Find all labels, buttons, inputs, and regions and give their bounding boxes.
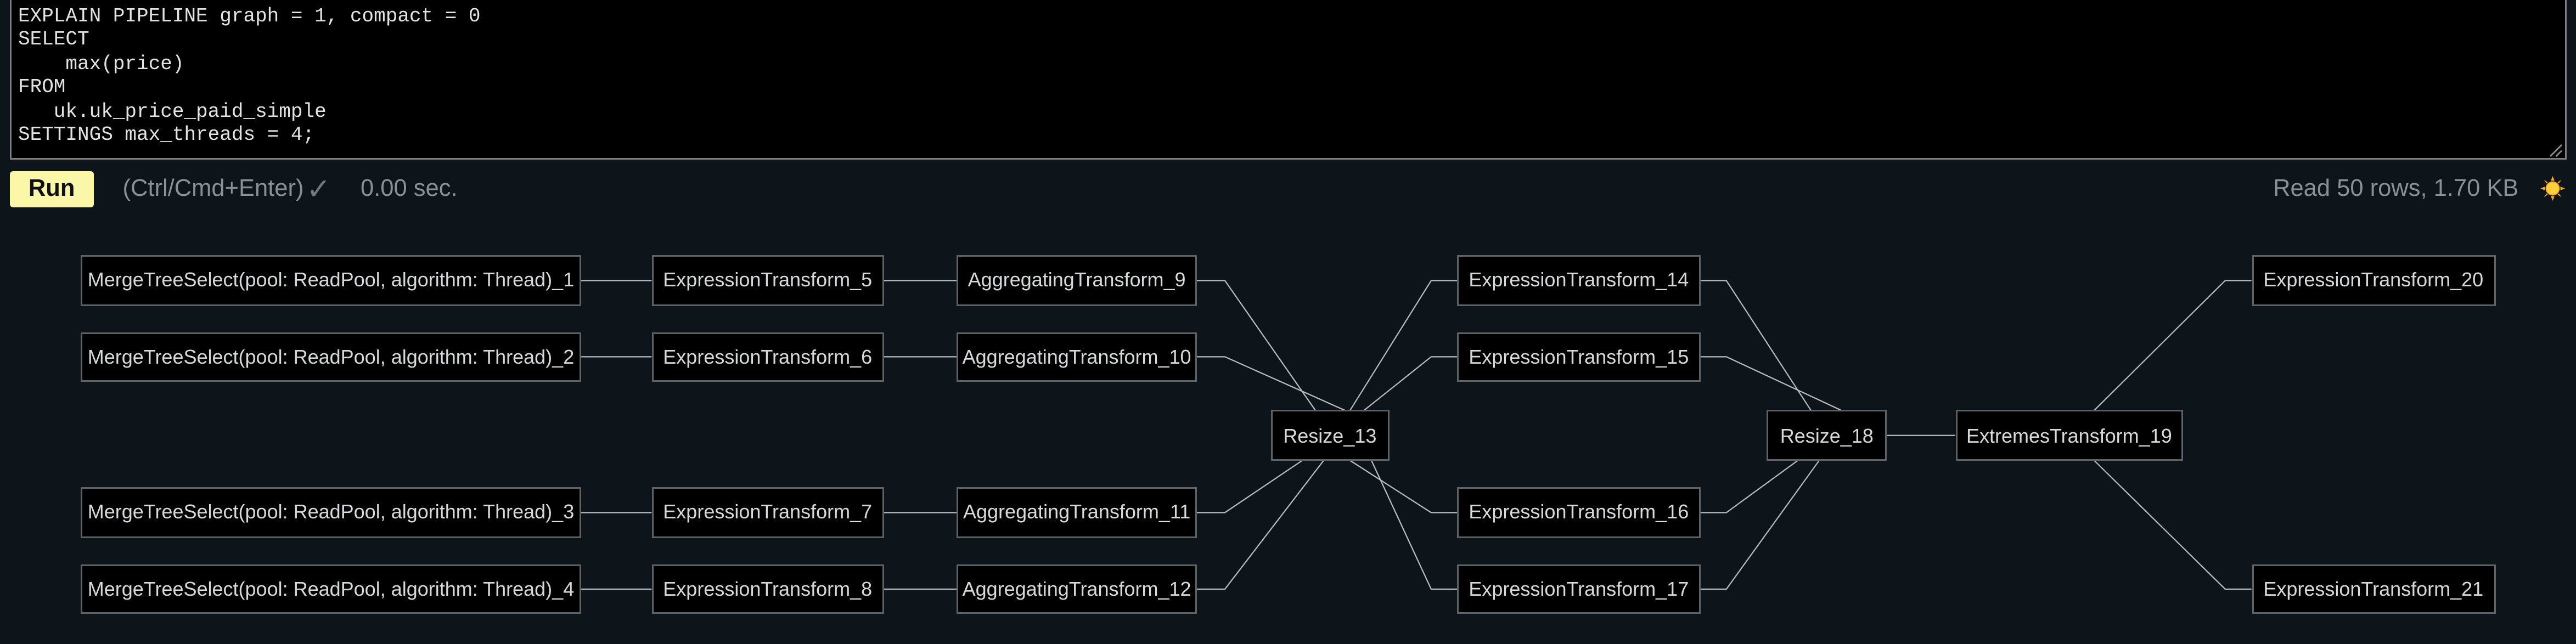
pipeline-node-et5: ExpressionTransform_5 (651, 255, 884, 306)
pipeline-edge (1197, 460, 1303, 513)
pipeline-node-ag10: AggregatingTransform_10 (957, 331, 1197, 382)
pipeline-edge (2094, 460, 2252, 590)
read-stats: Read 50 rows, 1.70 KB (2273, 176, 2519, 202)
sun-theme-toggle-icon[interactable] (2539, 176, 2564, 201)
pipeline-node-ag11: AggregatingTransform_11 (957, 487, 1197, 538)
pipeline-edge (1700, 460, 1820, 590)
pipeline-node-et15: ExpressionTransform_15 (1457, 331, 1700, 382)
run-button-label: Run (28, 176, 75, 202)
pipeline-node-ag9: AggregatingTransform_9 (957, 255, 1197, 306)
pipeline-edge (1197, 460, 1324, 590)
pipeline-node-r18: Resize_18 (1767, 410, 1887, 461)
pipeline-node-et20: ExpressionTransform_20 (2251, 255, 2495, 306)
pipeline-edge (1349, 460, 1458, 513)
success-check-icon: ✓ (306, 172, 331, 206)
shortcut-hint: (Ctrl/Cmd+Enter) (122, 176, 304, 202)
pipeline-edge (1349, 280, 1458, 411)
pipeline-edge (1370, 460, 1458, 590)
pipeline-node-mt1: MergeTreeSelect(pool: ReadPool, algorith… (81, 255, 581, 306)
pipeline-node-et7: ExpressionTransform_7 (651, 487, 884, 538)
pipeline-edge (1700, 356, 1842, 411)
toolbar: Run (Ctrl/Cmd+Enter) ✓ 0.00 sec. Read 50… (0, 161, 2576, 220)
pipeline-node-mt4: MergeTreeSelect(pool: ReadPool, algorith… (81, 564, 581, 614)
pipeline-node-et21: ExpressionTransform_21 (2251, 564, 2495, 614)
pipeline-edge (1700, 460, 1798, 513)
pipeline-edge (2094, 280, 2252, 411)
query-editor[interactable]: EXPLAIN PIPELINE graph = 1, compact = 0 … (10, 0, 2567, 160)
run-button[interactable]: Run (9, 171, 94, 207)
pipeline-node-et6: ExpressionTransform_6 (651, 331, 884, 382)
pipeline-edge (1197, 280, 1316, 411)
pipeline-node-r13: Resize_13 (1270, 410, 1390, 461)
pipeline-edge (1197, 356, 1346, 411)
pipeline-edge (1363, 356, 1458, 411)
pipeline-node-ex19: ExtremesTransform_19 (1955, 410, 2183, 461)
pipeline-node-et17: ExpressionTransform_17 (1457, 564, 1700, 614)
pipeline-node-et14: ExpressionTransform_14 (1457, 255, 1700, 306)
pipeline-edge (1700, 280, 1812, 411)
elapsed-time: 0.00 sec. (361, 176, 458, 202)
pipeline-node-mt3: MergeTreeSelect(pool: ReadPool, algorith… (81, 487, 581, 538)
pipeline-node-mt2: MergeTreeSelect(pool: ReadPool, algorith… (81, 331, 581, 382)
pipeline-node-et16: ExpressionTransform_16 (1457, 487, 1700, 538)
pipeline-node-et8: ExpressionTransform_8 (651, 564, 884, 614)
pipeline-node-ag12: AggregatingTransform_12 (957, 564, 1197, 614)
